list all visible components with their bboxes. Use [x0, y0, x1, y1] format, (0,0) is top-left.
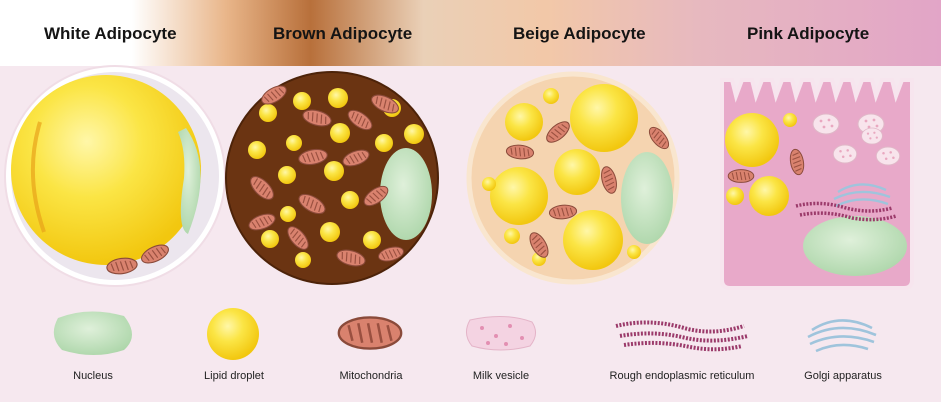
- legend-label-rough-er: Rough endoplasmic reticulum: [609, 370, 755, 382]
- brown-lipid-droplets: [248, 88, 424, 268]
- pink-rough-er: [795, 201, 897, 222]
- beige-nucleus: [621, 152, 673, 244]
- title-beige-adipocyte: Beige Adipocyte: [513, 24, 646, 43]
- legend-label-nucleus: Nucleus: [73, 370, 113, 382]
- pink-golgi: [833, 183, 891, 208]
- legend-milk-vesicle-icon: [466, 316, 536, 351]
- legend-lipid-droplet-icon: [207, 308, 259, 360]
- pink-lipid-droplet: [749, 176, 789, 216]
- legend-label-mitochondria: Mitochondria: [339, 370, 403, 382]
- brown-nucleus: [380, 148, 432, 240]
- legend-label-milk-vesicle: Milk vesicle: [472, 370, 530, 382]
- white-lipid-droplet: [11, 75, 201, 265]
- title-band: [0, 0, 941, 66]
- legend-label-golgi: Golgi apparatus: [804, 370, 882, 382]
- pink-mitochondrion: [727, 169, 755, 183]
- pink-adipocyte: [720, 78, 914, 290]
- white-nucleus: [178, 128, 201, 234]
- legend-golgi-icon: [807, 319, 877, 353]
- legend-nucleus-icon: [53, 311, 132, 355]
- title-brown-adipocyte: Brown Adipocyte: [273, 24, 413, 43]
- pink-nucleus: [803, 216, 907, 276]
- white-adipocyte: [4, 65, 226, 287]
- pink-lipid-droplet: [725, 113, 779, 167]
- beige-lipid-droplets: [482, 84, 641, 270]
- legend-mitochondria-icon: [337, 316, 403, 350]
- title-white-adipocyte: White Adipocyte: [44, 24, 177, 43]
- legend-rough-er-icon: [615, 320, 749, 352]
- title-pink-adipocyte: Pink Adipocyte: [747, 24, 870, 43]
- beige-adipocyte: [466, 71, 680, 285]
- brown-adipocyte: [225, 71, 439, 285]
- legend-label-lipid-droplet: Lipid droplet: [204, 370, 264, 382]
